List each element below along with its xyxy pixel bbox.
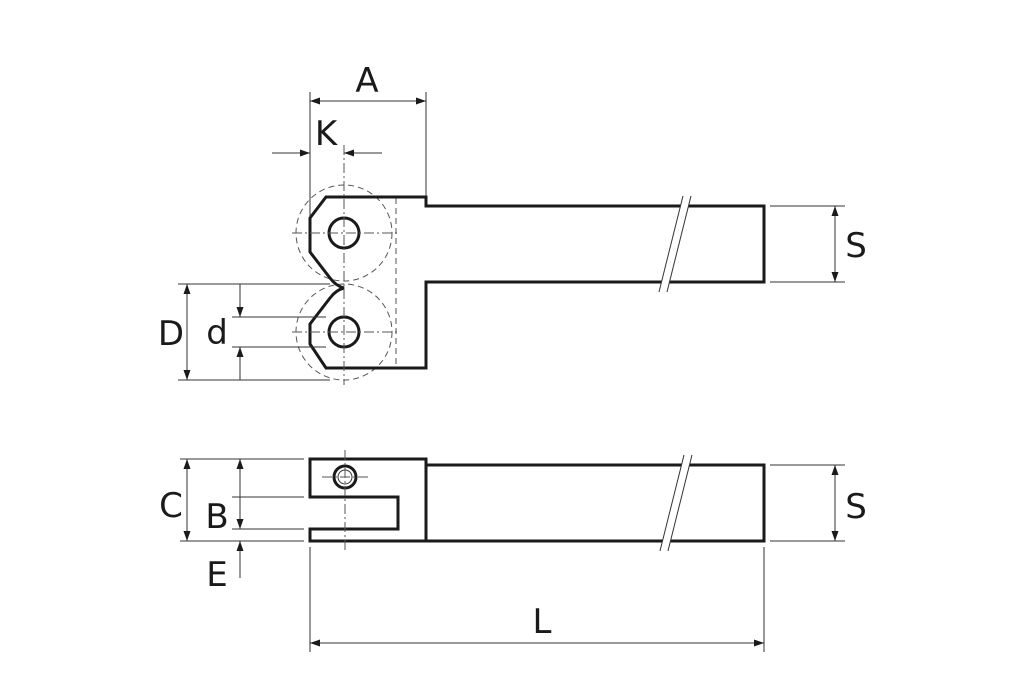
label-B: B [205, 497, 228, 537]
side-break-mark [660, 454, 692, 552]
label-K: K [315, 114, 339, 154]
label-C: C [159, 486, 183, 526]
break-mark [659, 195, 691, 293]
side-break-mark-line-2 [667, 454, 693, 552]
side-body-outline [308, 457, 766, 543]
label-E: E [206, 555, 227, 595]
side-view: C B E S L [159, 450, 867, 652]
side-break-mark-line-1 [659, 454, 685, 552]
label-L: L [533, 602, 552, 642]
label-S-bottom: S [845, 487, 867, 527]
label-D: D [158, 314, 184, 354]
break-mark-line-2 [666, 195, 692, 293]
label-A: A [355, 61, 378, 101]
holder-body-outline [308, 195, 766, 370]
label-S-top: S [845, 226, 867, 266]
top-view: A K S D d [158, 61, 867, 385]
break-mark-line-1 [658, 195, 684, 293]
label-d: d [206, 313, 228, 353]
